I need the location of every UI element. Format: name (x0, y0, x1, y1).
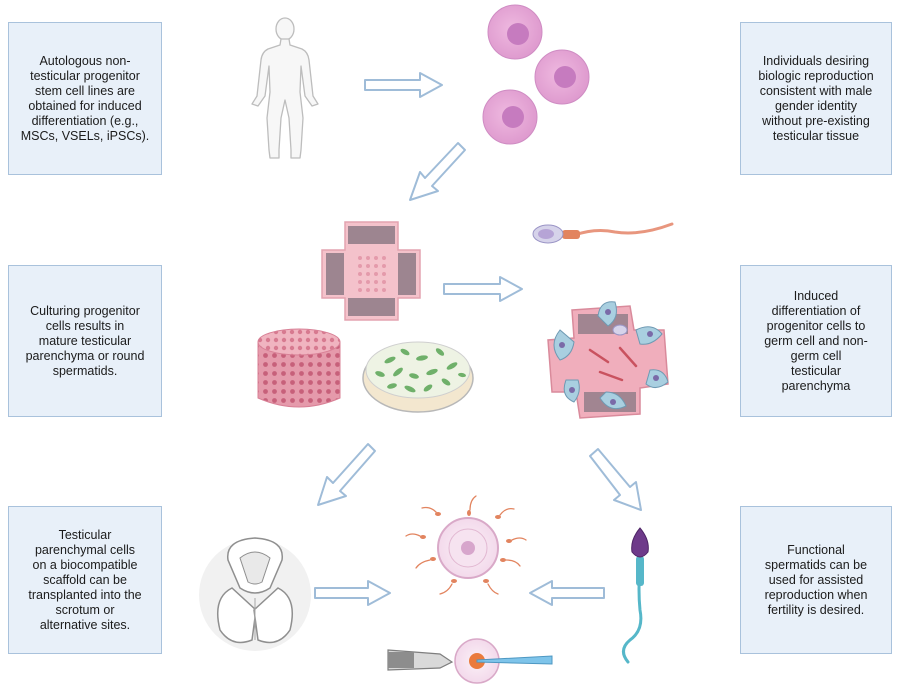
box-stem-cell-source: Autologous non- testicular progenitor st… (8, 22, 162, 175)
box-stem-cell-source-text: Autologous non- testicular progenitor st… (20, 53, 150, 143)
box-culturing-text: Culturing progenitor cells results in ma… (25, 303, 145, 378)
box-target-individuals: Individuals desiring biologic reproducti… (740, 22, 892, 175)
scrotum-transplant-icon (199, 537, 311, 651)
arrow-cells-to-scaffold (409, 142, 466, 201)
arrow-scaffold-to-differentiated (443, 276, 523, 302)
arrow-culture-to-transplant (317, 443, 376, 506)
arrow-icon (314, 72, 642, 606)
box-transplantation: Testicular parenchymal cells on a biocom… (8, 506, 162, 654)
arrow-differentiated-to-spermatid (589, 448, 642, 511)
box-transplantation-text: Testicular parenchymal cells on a biocom… (28, 527, 142, 632)
box-induced-differentiation: Induced differentiation of progenitor ce… (740, 265, 892, 417)
box-assisted-reproduction-text: Functional spermatids can be used for as… (764, 542, 868, 617)
spermatid-icon (622, 527, 649, 664)
porous-scaffold-icon (257, 328, 341, 408)
arrow-transplant-right (314, 580, 391, 606)
oocyte-fertilization-icon (405, 495, 527, 595)
stem-cell-icon (482, 4, 590, 145)
arrow-spermatid-to-fertilization (529, 580, 605, 606)
icsi-pipette-icon (387, 638, 553, 684)
scaffold-cross-icon (321, 221, 421, 321)
box-target-individuals-text: Individuals desiring biologic reproducti… (758, 53, 874, 143)
spermatozoon-icon (532, 222, 674, 244)
arrow-human-to-cells (364, 72, 443, 98)
petri-dish-icon (362, 341, 474, 413)
human-figure-icon (251, 17, 319, 159)
differentiated-scaffold-icon (547, 301, 669, 419)
box-assisted-reproduction: Functional spermatids can be used for as… (740, 506, 892, 654)
box-induced-differentiation-text: Induced differentiation of progenitor ce… (764, 288, 868, 393)
box-culturing: Culturing progenitor cells results in ma… (8, 265, 162, 417)
